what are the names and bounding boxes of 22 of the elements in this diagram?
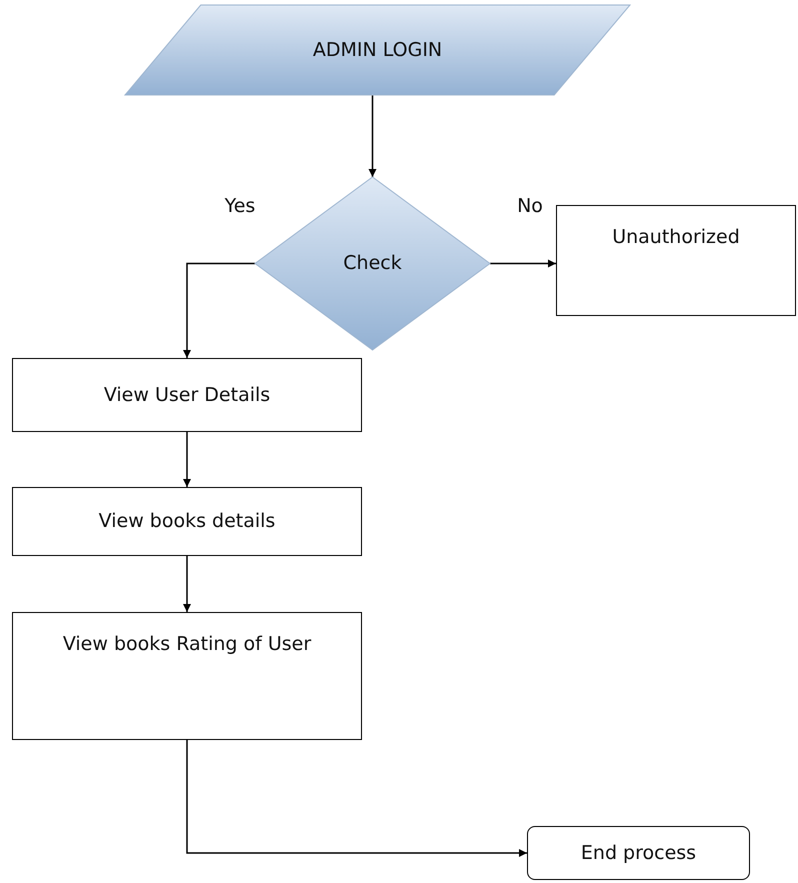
process-box bbox=[556, 205, 796, 316]
arrow bbox=[186, 740, 527, 857]
decision-diamond bbox=[255, 177, 490, 350]
arrow bbox=[183, 556, 191, 612]
node-label: View books details bbox=[98, 509, 276, 534]
terminal-box bbox=[527, 826, 750, 880]
process-box bbox=[12, 358, 362, 432]
process-box bbox=[12, 612, 362, 740]
node-label: ADMIN LOGIN bbox=[312, 38, 442, 63]
arrow bbox=[368, 95, 376, 177]
node-label: View books Rating of User bbox=[62, 632, 312, 657]
edge-label: Yes bbox=[224, 195, 256, 217]
input-parallelogram bbox=[125, 5, 630, 95]
edge-label: No bbox=[516, 195, 544, 217]
node-label: View User Details bbox=[104, 382, 270, 408]
arrow bbox=[183, 432, 191, 487]
arrow bbox=[490, 260, 556, 268]
node-label: End process bbox=[580, 840, 696, 866]
process-box bbox=[12, 487, 362, 556]
node-label: Check bbox=[343, 251, 402, 276]
node-label: Unauthorized bbox=[612, 225, 740, 250]
arrow bbox=[183, 262, 255, 358]
